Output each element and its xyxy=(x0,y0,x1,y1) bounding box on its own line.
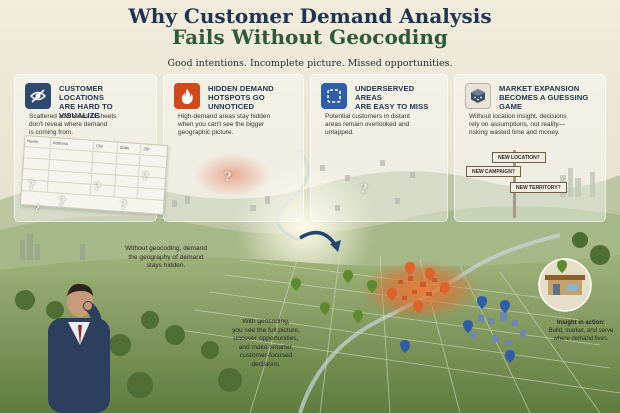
card-body: High-demand areas stay hidden when you c… xyxy=(178,113,271,137)
eye-slash-icon xyxy=(25,83,51,109)
insight-in-action: Insight in action: Build, market, and se… xyxy=(548,320,614,342)
question-mark-icon: ? xyxy=(120,198,128,212)
sign-new-campaign: NEW CAMPAIGN? xyxy=(466,166,521,177)
sign-new-territory: NEW TERRITORY? xyxy=(510,182,567,193)
card-underserved-areas: Underserved areas are easy to miss Poten… xyxy=(310,74,448,222)
title-line-1: Why Customer Demand Analysis xyxy=(128,4,492,28)
sign-new-location: NEW LOCATION? xyxy=(492,152,546,163)
note-without-geocoding: Without geocoding, demand the geography … xyxy=(124,245,208,270)
card-body: Without location insight, decisions rely… xyxy=(469,113,567,137)
title-line-2: Fails Without Geocoding xyxy=(172,25,448,49)
card-title: Hidden demand hotspots go unnoticed xyxy=(208,84,274,112)
card-title: Customer locations are hard to visualize xyxy=(59,84,113,121)
card-title: Market expansion becomes a guessing game xyxy=(499,84,589,112)
flame-icon xyxy=(174,83,200,109)
card-header: Hidden demand hotspots go unnoticed xyxy=(174,83,297,113)
card-body: Potential customers in distant areas rem… xyxy=(325,113,410,137)
question-mark-icon: ? xyxy=(94,180,101,193)
question-mark-icon: ? xyxy=(58,195,66,210)
main-title: Why Customer Demand Analysis Fails Witho… xyxy=(0,6,620,48)
question-mark-icon: ? xyxy=(142,170,149,183)
card-body: Scattered addresses in sheets don't reve… xyxy=(29,113,117,137)
card-header: Customer locations are hard to visualize xyxy=(25,83,150,120)
dashed-square-icon xyxy=(321,83,347,109)
question-mark-icon: ? xyxy=(34,204,40,215)
card-header: Market expansion becomes a guessing game xyxy=(465,83,599,113)
note-with-geocoding: With geocoding, you see the full picture… xyxy=(232,318,300,368)
subtitle: Good intentions. Incomplete picture. Mis… xyxy=(167,58,453,69)
businessman-figure xyxy=(48,283,110,413)
card-title: Underserved areas are easy to miss xyxy=(355,84,429,112)
cube-icon xyxy=(465,83,491,109)
card-header: Underserved areas are easy to miss xyxy=(321,83,441,113)
card-hidden-hotspots: Hidden demand hotspots go unnoticed High… xyxy=(163,74,304,222)
question-mark-icon: ? xyxy=(224,170,232,185)
question-mark-icon: ? xyxy=(28,178,36,192)
card-market-expansion: Market expansion becomes a guessing game… xyxy=(454,74,606,222)
question-mark-icon: ? xyxy=(360,182,368,197)
